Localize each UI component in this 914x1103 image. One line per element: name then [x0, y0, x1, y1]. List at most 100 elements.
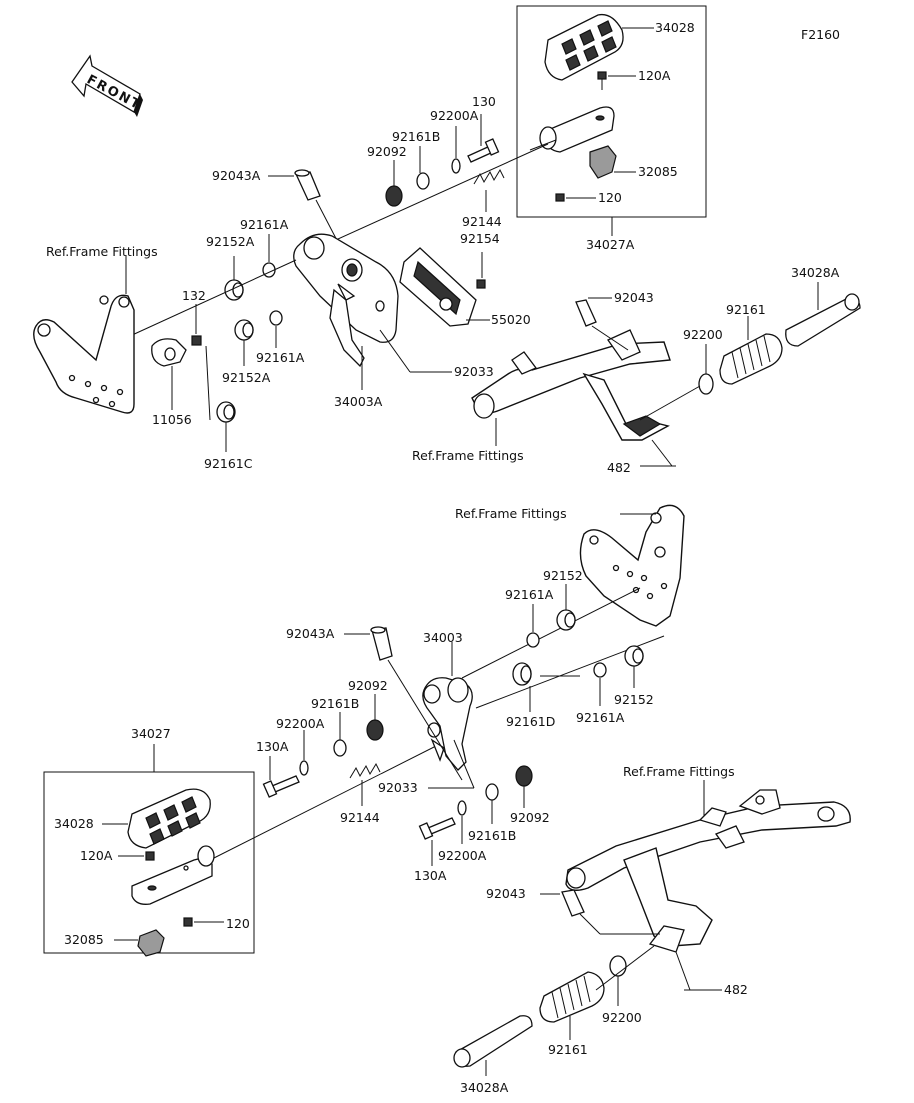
label-92043-top: 92043 [614, 290, 654, 305]
label-32085-top: 32085 [638, 164, 678, 179]
step-bar-bottom-right [565, 789, 851, 953]
assembly-box-34027 [43, 771, 255, 954]
rubber-92161-top [719, 333, 783, 385]
label-132: 132 [182, 288, 206, 303]
label-92200-bottom: 92200 [602, 1010, 642, 1025]
bolt-130A-bot2 [418, 817, 456, 840]
footpeg-bracket-top [529, 106, 615, 153]
label-130A-bot2: 130A [414, 868, 447, 883]
bolt-130 [467, 138, 500, 163]
brake-pedal-34003 [422, 677, 473, 771]
label-120-bottom: 120 [226, 916, 250, 931]
label-92161B-top: 92161B [392, 129, 440, 144]
pin-92043A-bottom [370, 626, 393, 661]
sleeve-34028A-bottom [453, 1015, 533, 1068]
label-92200A-bot1: 92200A [276, 716, 325, 731]
label-120-top: 120 [598, 190, 622, 205]
label-92144-top: 92144 [462, 214, 502, 229]
washer-92161A-b2 [593, 662, 607, 678]
footpeg-rubber-34028-bottom [127, 788, 211, 849]
label-92092-bot1: 92092 [348, 678, 388, 693]
label-92092-bot2: 92092 [510, 810, 550, 825]
label-120A-top: 120A [638, 68, 671, 83]
sleeve-34028A-top [785, 293, 861, 347]
collar-92152A-mid [234, 319, 254, 341]
label-92161D: 92161D [506, 714, 555, 729]
label-92043A-top: 92043A [212, 168, 261, 183]
washer-92200-top [698, 373, 714, 395]
washer-92161B-top [416, 172, 430, 190]
label-92161B-bot1: 92161B [311, 696, 359, 711]
screw-120A-top [597, 71, 607, 90]
washer-92200A-bot2 [457, 800, 467, 816]
washer-92200A-top [451, 158, 461, 174]
step-bar-top-right [471, 329, 671, 441]
bolt-130A-bot1 [262, 775, 300, 798]
plate-55020 [399, 247, 477, 327]
footpeg-bracket-bottom [131, 845, 215, 905]
rubber-block-32085-bottom [137, 929, 165, 957]
ref-frame-fittings-top-right: Ref.Frame Fittings [412, 448, 524, 463]
screw-120-bottom [183, 917, 193, 927]
label-92161A-b1: 92161A [505, 587, 554, 602]
label-92161A-b2: 92161A [576, 710, 625, 725]
brake-pedal-34003A [293, 233, 399, 368]
label-92152-b: 92152 [614, 692, 654, 707]
collar-92152A-top [224, 279, 244, 301]
figure-code: F2160 [801, 27, 840, 42]
label-32085-bottom: 32085 [64, 932, 104, 947]
label-92161A-mid: 92161A [256, 350, 305, 365]
label-92154: 92154 [460, 231, 500, 246]
label-482-bottom: 482 [724, 982, 748, 997]
bolt-132 [191, 335, 202, 346]
frame-plate-top-left [33, 294, 135, 414]
label-130A-bot1: 130A [256, 739, 289, 754]
label-92200-top: 92200 [683, 327, 723, 342]
ref-frame-fittings-bottom-right: Ref.Frame Fittings [623, 764, 735, 779]
bolt-92154 [476, 279, 486, 289]
label-55020: 55020 [491, 312, 531, 327]
label-92152-a: 92152 [543, 568, 583, 583]
label-92144-bottom: 92144 [340, 810, 380, 825]
label-34028-bottom: 34028 [54, 816, 94, 831]
label-92152A-mid: 92152A [222, 370, 271, 385]
screw-120-top [555, 193, 565, 202]
label-92161A-top: 92161A [240, 217, 289, 232]
label-34027: 34027 [131, 726, 171, 741]
label-120A-bottom: 120A [80, 848, 113, 863]
pin-92043-bottom [561, 889, 585, 917]
washer-92200A-bot1 [299, 760, 309, 776]
spring-92144-top [473, 168, 505, 185]
label-130: 130 [472, 94, 496, 109]
label-92161B-bot2: 92161B [468, 828, 516, 843]
label-92200A-bot2: 92200A [438, 848, 487, 863]
label-34003: 34003 [423, 630, 463, 645]
ref-frame-fittings-top-left: Ref.Frame Fittings [46, 244, 158, 259]
label-482-top: 482 [607, 460, 631, 475]
label-11056: 11056 [152, 412, 192, 427]
washer-92161A-mid [269, 310, 283, 326]
label-34027A: 34027A [586, 237, 635, 252]
pin-92043A-top [294, 169, 321, 201]
screw-120A-bottom [145, 851, 155, 861]
label-34003A: 34003A [334, 394, 383, 409]
clamp-11056 [151, 338, 187, 367]
label-92200A-top: 92200A [430, 108, 479, 123]
pin-92043-top [575, 299, 597, 327]
label-92161-bottom: 92161 [548, 1042, 588, 1057]
frame-plate-mid-right [579, 504, 685, 627]
label-92033-top: 92033 [454, 364, 494, 379]
label-92152A-top: 92152A [206, 234, 255, 249]
collar-92152-b [624, 645, 644, 667]
washer-92161A-b1 [526, 632, 540, 648]
collar-92161C [216, 401, 236, 423]
bushing-92092-bot1 [366, 719, 384, 741]
ref-frame-fittings-mid: Ref.Frame Fittings [455, 506, 567, 521]
label-34028A-top: 34028A [791, 265, 840, 280]
spring-92144-bottom [349, 762, 381, 779]
label-34028-top: 34028 [655, 20, 695, 35]
label-92092-top: 92092 [367, 144, 407, 159]
front-arrow-icon: FRONT [71, 54, 144, 117]
label-92033-bottom: 92033 [378, 780, 418, 795]
collar-92152-a [556, 609, 576, 631]
